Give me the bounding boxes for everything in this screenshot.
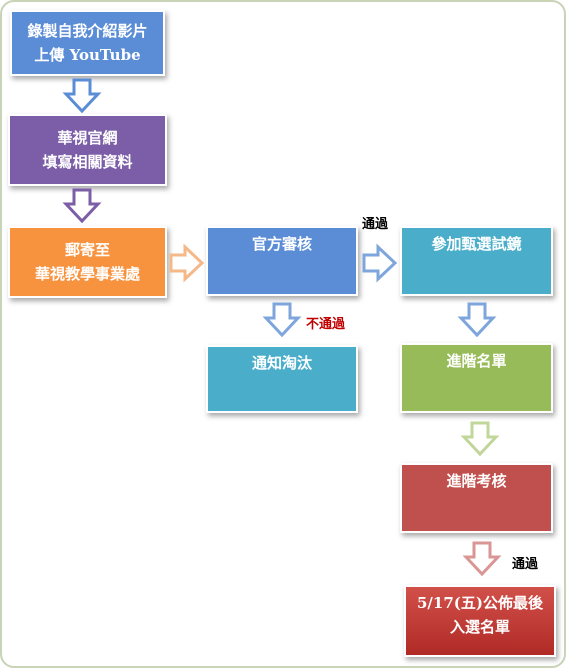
step-official-site-line1: 華視官網	[57, 129, 118, 147]
down-arrow-icon	[462, 541, 502, 577]
down-arrow-icon	[62, 188, 102, 224]
pass-label: 通過	[362, 217, 389, 232]
step-record-video-line1: 錄製自我介紹影片	[27, 22, 148, 40]
pass-label: 通過	[512, 557, 539, 572]
step-eliminated-label: 通知淘汰	[251, 354, 312, 372]
step-advanced-list-label: 進階名單	[446, 352, 507, 370]
right-arrow-icon	[169, 243, 205, 283]
step-advanced-exam: 進階考核	[400, 463, 553, 533]
step-advanced-list: 進階名單	[400, 343, 553, 413]
down-arrow-icon	[262, 302, 302, 338]
step-advanced-exam-label: 進階考核	[446, 472, 507, 490]
step-final-list-line2: 入選名單	[449, 618, 510, 636]
step-final-list-line1: 5/17(五)公佈最後	[417, 594, 543, 612]
step-mail-line1: 郵寄至	[64, 241, 110, 259]
step-official-site: 華視官網 填寫相關資料	[8, 114, 167, 186]
step-mail-line2: 華視教學事業處	[34, 265, 140, 283]
right-arrow-icon	[362, 243, 398, 283]
step-audition: 參加甄選試鏡	[400, 226, 553, 296]
step-official-review: 官方審核	[206, 226, 358, 296]
step-record-video-line2: 上傳 YouTube	[34, 46, 141, 64]
down-arrow-icon	[62, 78, 102, 114]
step-record-video: 錄製自我介紹影片 上傳 YouTube	[10, 10, 165, 76]
step-final-list: 5/17(五)公佈最後 入選名單	[404, 585, 556, 657]
step-official-review-label: 官方審核	[251, 235, 312, 253]
step-mail: 郵寄至 華視教學事業處	[8, 226, 167, 298]
fail-label: 不通過	[306, 317, 346, 332]
down-arrow-icon	[460, 421, 500, 457]
step-official-site-line2: 填寫相關資料	[42, 153, 133, 171]
step-eliminated: 通知淘汰	[206, 345, 358, 413]
step-audition-label: 參加甄選試鏡	[431, 235, 522, 253]
down-arrow-icon	[457, 302, 497, 338]
